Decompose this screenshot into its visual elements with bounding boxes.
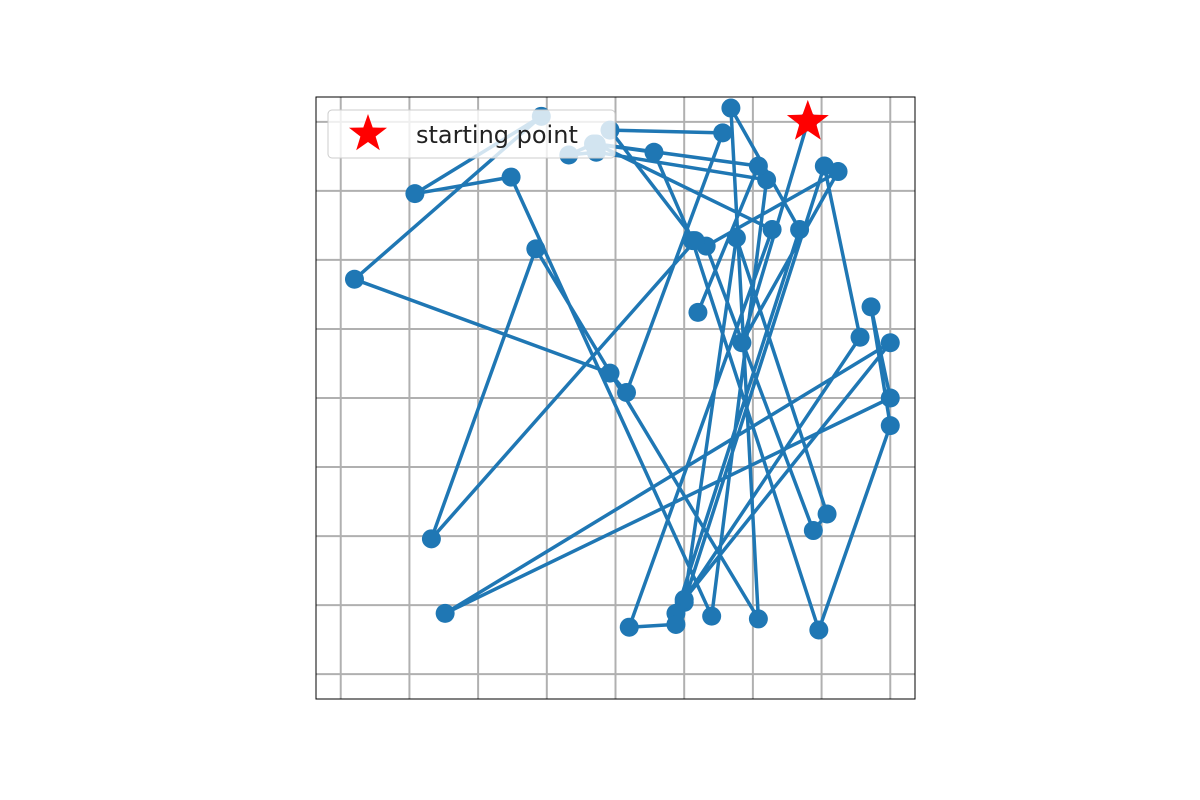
data-point xyxy=(644,142,664,162)
data-point xyxy=(790,220,810,240)
legend-box xyxy=(327,109,616,159)
data-point xyxy=(880,388,900,408)
data-point xyxy=(809,620,829,640)
data-point xyxy=(726,228,746,248)
data-point xyxy=(880,416,900,436)
data-point xyxy=(616,382,636,402)
data-point xyxy=(435,603,455,623)
starting-point-star xyxy=(786,99,829,140)
data-point xyxy=(344,269,364,289)
data-point xyxy=(688,302,708,322)
data-point xyxy=(405,184,425,204)
data-point xyxy=(421,529,441,549)
series-points xyxy=(344,98,900,640)
data-point xyxy=(721,98,741,118)
data-point xyxy=(748,609,768,629)
data-point xyxy=(762,220,782,240)
data-point xyxy=(526,239,546,259)
plot-frame xyxy=(315,96,916,700)
legend-star-marker xyxy=(349,114,387,151)
data-point xyxy=(817,504,837,524)
start-marker xyxy=(786,99,829,140)
series-line xyxy=(352,106,893,632)
legend-star-icon xyxy=(349,114,387,151)
data-point xyxy=(674,590,694,610)
data-point xyxy=(861,297,881,317)
data-point xyxy=(619,617,639,637)
data-point xyxy=(713,123,733,143)
data-point xyxy=(501,167,521,187)
data-point xyxy=(702,606,722,626)
data-point xyxy=(732,333,752,353)
data-point xyxy=(685,231,705,251)
data-point xyxy=(757,170,777,190)
series-path xyxy=(352,106,893,632)
legend-label: starting point xyxy=(416,121,578,149)
legend: starting point xyxy=(327,109,616,159)
data-point xyxy=(600,363,620,383)
data-point xyxy=(748,156,768,176)
data-point xyxy=(850,327,870,347)
data-point xyxy=(803,521,823,541)
data-point xyxy=(814,156,834,176)
data-point xyxy=(666,614,686,634)
data-point xyxy=(880,333,900,353)
